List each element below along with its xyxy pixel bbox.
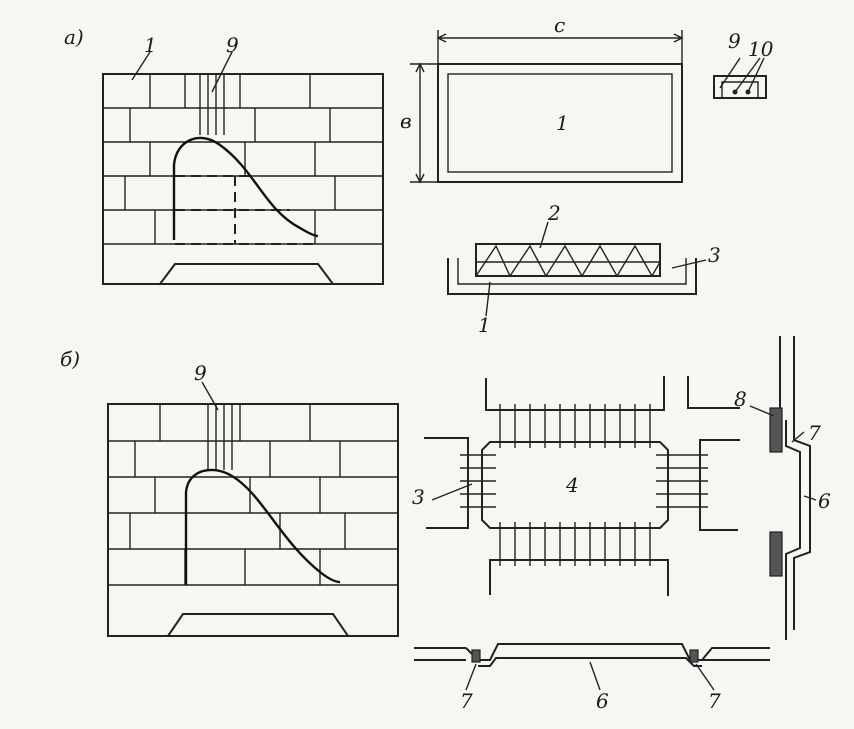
panel-b-frame bbox=[424, 376, 740, 596]
a-detail-label-10: 10 bbox=[748, 37, 774, 61]
b-label-item-6-right: 6 bbox=[818, 489, 831, 513]
b-label-item-7-right: 7 bbox=[808, 421, 821, 445]
panel-a-section bbox=[447, 221, 707, 317]
b-label-item-3: 3 bbox=[412, 485, 425, 509]
a-section-label-2: 2 bbox=[547, 201, 561, 225]
a-dim-c-label: с bbox=[554, 13, 565, 37]
b-label-item-6-bottom: 6 bbox=[596, 689, 609, 713]
panel-b-label: б) bbox=[60, 347, 80, 371]
a-label-item-9: 9 bbox=[226, 33, 239, 57]
b-label-item-4: 4 bbox=[565, 473, 579, 497]
panel-a-plan bbox=[410, 30, 684, 184]
panel-b-vertical-section bbox=[749, 336, 817, 640]
b-label-item-9: 9 bbox=[194, 361, 207, 385]
a-section-label-3: 3 bbox=[708, 243, 721, 267]
a-dim-b-label: в bbox=[400, 109, 412, 133]
a-plan-label-1: 1 bbox=[556, 111, 569, 135]
panel-a-wall bbox=[102, 51, 384, 285]
panel-a-label: а) bbox=[64, 25, 84, 49]
panel-b-wall bbox=[107, 381, 399, 637]
b-label-item-7-left: 7 bbox=[460, 689, 473, 713]
b-label-item-8: 8 bbox=[734, 387, 747, 411]
a-section-label-1: 1 bbox=[478, 313, 491, 337]
panel-b-horizontal-section bbox=[414, 643, 770, 691]
a-label-item-1: 1 bbox=[144, 33, 157, 57]
panel-a-detail bbox=[713, 57, 767, 99]
b-label-item-7-bottom: 7 bbox=[708, 689, 721, 713]
a-detail-label-9: 9 bbox=[728, 29, 741, 53]
